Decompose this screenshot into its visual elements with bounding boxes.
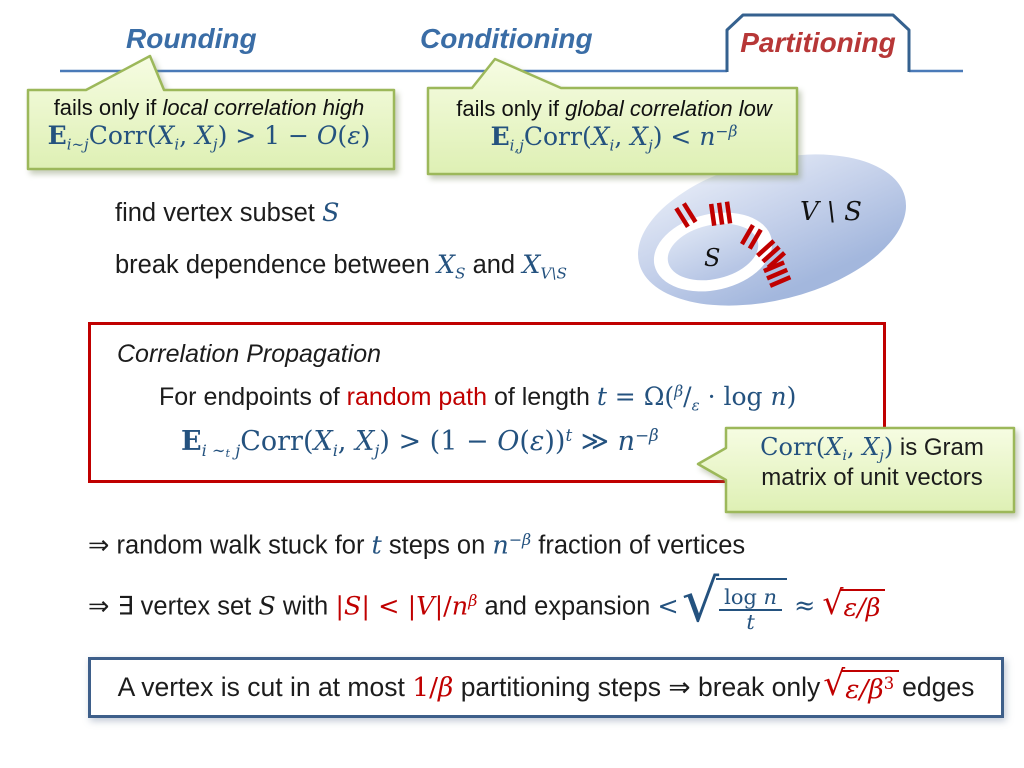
tab-conditioning: Conditioning: [420, 23, 593, 54]
graph-partition-diagram: V \ S S: [637, 154, 907, 306]
sqrt-eps-over-beta: √ ε/β: [822, 583, 886, 623]
callout-local-correlation: fails only if local correlation high Ei∼…: [34, 95, 384, 153]
propagation-line1: For endpoints of random path of length t…: [159, 382, 797, 415]
timeline-graphic: [60, 13, 963, 73]
callout-local-formula: Ei∼jCorr(Xi, Xj) > 1 − O(ε): [47, 121, 371, 154]
sqrt-content: ε/β: [840, 589, 886, 623]
gram-callout-line1: Corr(Xi, Xj) is Gram: [760, 433, 984, 465]
radical-sign: √: [823, 663, 846, 704]
callout-global-correlation: fails only if global correlation low Ei,…: [432, 96, 796, 154]
conclusion-line: A vertex is cut in at most 1/β partition…: [117, 663, 975, 705]
sqrt-denominator: t: [746, 610, 755, 634]
implication2-text: ⇒ ∃ vertex set S with |S| < |V|/nβ and e…: [88, 590, 679, 622]
sqrt-numerator: log n: [719, 585, 782, 611]
callout-global-correlation-shape: [426, 57, 799, 176]
conclusion-text-end: edges: [902, 672, 975, 702]
sqrt-logn-over-t: √ log n t: [681, 566, 787, 635]
gram-matrix-callout-shape: [696, 426, 1016, 514]
break-dependence-line: break dependence between XS and XV\S: [115, 250, 568, 283]
sqrt-content: ε/β3: [842, 669, 900, 705]
propagation-formula: Ei ∼t jCorr(Xi, Xj) > (1 − O(ε))t ≫ n−β: [181, 425, 659, 460]
inner-set-label: S: [704, 244, 720, 272]
tab-rounding: Rounding: [126, 23, 257, 54]
conclusion-box: A vertex is cut in at most 1/β partition…: [88, 657, 1004, 718]
radical-sign: √: [681, 566, 720, 635]
gram-matrix-callout: Corr(Xi, Xj) is Gram matrix of unit vect…: [726, 433, 1018, 492]
callout-global-formula: Ei,jCorr(Xi, Xj) < n−β: [490, 122, 738, 155]
conclusion-text: A vertex is cut in at most 1/β partition…: [117, 672, 821, 703]
approx-symbol: ≈: [793, 591, 816, 621]
find-vertex-subset-line: find vertex subset S: [115, 198, 340, 228]
partitioning-tab-shape: [725, 13, 911, 72]
radical-sign: √: [822, 583, 844, 622]
implication-random-walk: ⇒ random walk stuck for t steps on n−β f…: [88, 530, 746, 561]
subset-ellipse: [667, 223, 759, 281]
callout-global-text: fails only if global correlation low: [456, 96, 772, 121]
sqrt-eps-over-beta-cubed: √ ε/β3: [823, 663, 900, 705]
cut-edges-marks: [674, 201, 792, 288]
implication-vertex-set: ⇒ ∃ vertex set S with |S| < |V|/nβ and e…: [88, 566, 888, 638]
callout-local-text: fails only if local correlation high: [53, 95, 365, 120]
outer-set-label: V \ S: [800, 197, 862, 227]
gram-callout-line2: matrix of unit vectors: [761, 464, 983, 492]
propagation-title: Correlation Propagation: [117, 340, 382, 368]
callout-local-correlation-shape: [26, 54, 396, 171]
tab-partitioning: Partitioning: [740, 27, 896, 58]
